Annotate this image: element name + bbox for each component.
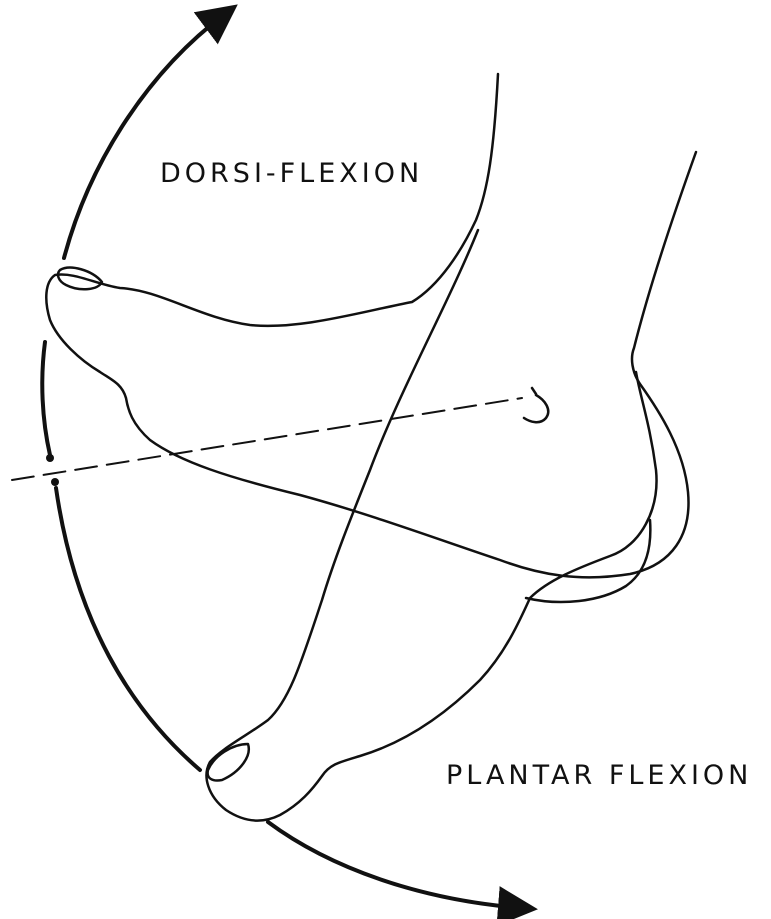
dorsiflexed-foot-outline <box>46 74 696 577</box>
arc-marker-dot-lower <box>51 478 59 486</box>
plantar-flexion-label: PLANTAR FLEXION <box>446 762 752 789</box>
dorsi-flexion-arrow <box>64 14 225 258</box>
malleolus-marker <box>524 395 548 422</box>
plantar-toenail <box>208 744 249 781</box>
plantarflexed-heel-curve <box>526 520 650 602</box>
dorsi-flexion-label: DORSI-FLEXION <box>160 160 423 187</box>
ankle-axis-dashed-line <box>12 398 522 480</box>
motion-arc-middle <box>42 342 50 455</box>
plantarflexed-foot-outline <box>207 230 657 821</box>
plantar-flexion-arrow <box>268 822 522 908</box>
arc-marker-dot-upper <box>46 454 54 462</box>
motion-arc-lower <box>56 488 200 770</box>
malleolus-tick <box>532 388 536 394</box>
